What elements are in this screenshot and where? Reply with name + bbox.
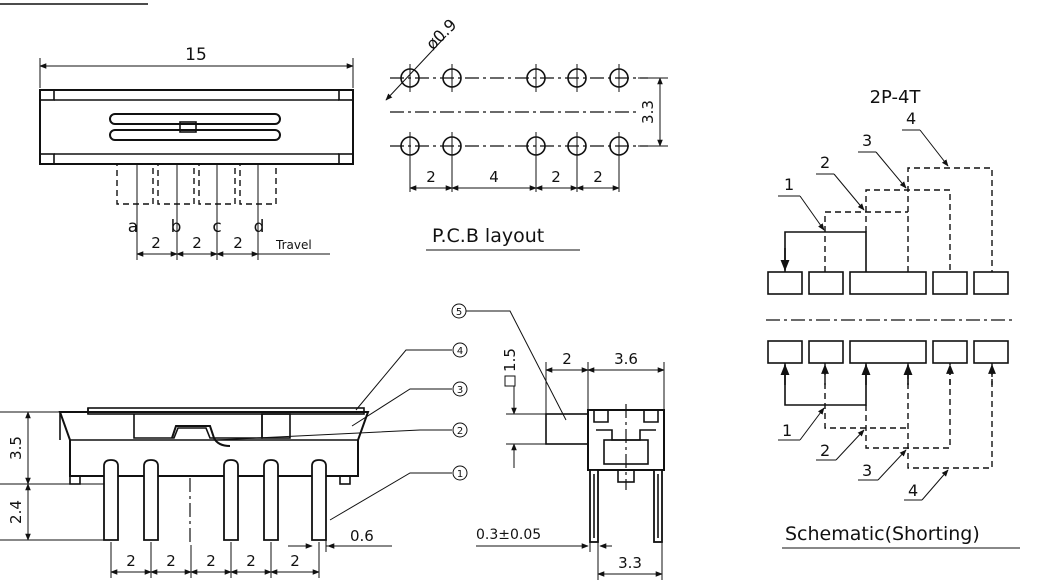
pcb-pitch-4: 2	[593, 168, 603, 186]
part-callout-2: 2	[457, 426, 463, 437]
dim-pin-thickness: 0.3±0.05	[476, 527, 541, 543]
position-d: d	[254, 217, 265, 237]
dim-overall-width: 15	[185, 45, 207, 65]
position-b: b	[171, 217, 182, 237]
dim-pin-length: 2.4	[7, 500, 25, 524]
dim-pin-span: 3.3	[618, 554, 642, 572]
pcb-layout: ø0.9 3.3 2 4 2 2 P.C.B lay	[385, 15, 668, 251]
position-c: c	[212, 217, 221, 237]
schematic-top-callout-1: 1	[784, 175, 794, 194]
dim-body-width: 3.6	[614, 350, 638, 368]
dim-row-spacing: 3.3	[639, 100, 657, 124]
side-pitch-5: 2	[290, 552, 300, 570]
schematic-top-callout-2: 2	[820, 153, 830, 172]
schematic: 2P-4T 1 2 3 4	[766, 87, 1020, 549]
schematic-bottom-callout-3: 3	[862, 461, 872, 480]
pcb-pitch-1: 2	[426, 168, 436, 186]
schematic-title: 2P-4T	[870, 87, 922, 108]
front-view: 15 a b c d 2 2 2 Travel	[39, 45, 354, 260]
schematic-top-callout-3: 3	[862, 131, 872, 150]
dim-body-height: 3.5	[7, 436, 25, 460]
part-callout-4: 4	[457, 346, 463, 357]
part-callout-3: 3	[457, 385, 463, 396]
part-callout-1: 1	[457, 469, 463, 480]
dim-pitch-cd: 2	[233, 234, 243, 252]
side-pins	[103, 459, 327, 541]
side-pitch-2: 2	[166, 552, 176, 570]
schematic-bottom-callout-4: 4	[908, 481, 918, 500]
side-view: 3.5 2.4 2 2 2 2 2 0.6 1 2 3	[0, 342, 468, 578]
end-view: 5 1.5 2 3.6 0.3±0.05	[451, 303, 665, 580]
part-callout-5: 5	[456, 307, 462, 318]
pcb-hole-row-bottom	[400, 132, 629, 192]
schematic-bottom-callout-2: 2	[820, 441, 830, 460]
pcb-hole-row-top	[400, 64, 629, 92]
pcb-pitch-2: 4	[489, 168, 499, 186]
pcb-pitch-3: 2	[551, 168, 561, 186]
dim-pitch-ab: 2	[151, 234, 161, 252]
travel-label: Travel	[275, 238, 312, 252]
schematic-bottom-callout-1: 1	[782, 421, 792, 440]
side-pitch-3: 2	[206, 552, 216, 570]
dim-actuator-height: 1.5	[501, 348, 519, 372]
side-pitch-4: 2	[246, 552, 256, 570]
side-pitch-1: 2	[126, 552, 136, 570]
dim-actuator-width: 2	[562, 350, 572, 368]
schematic-caption: Schematic(Shorting)	[785, 523, 980, 545]
schematic-top-callout-4: 4	[906, 109, 916, 128]
dim-hole-diameter: ø0.9	[422, 15, 460, 53]
dim-pin-width: 0.6	[350, 527, 374, 545]
position-a: a	[128, 217, 138, 237]
dim-pitch-bc: 2	[192, 234, 202, 252]
pcb-layout-title: P.C.B layout	[432, 225, 544, 247]
